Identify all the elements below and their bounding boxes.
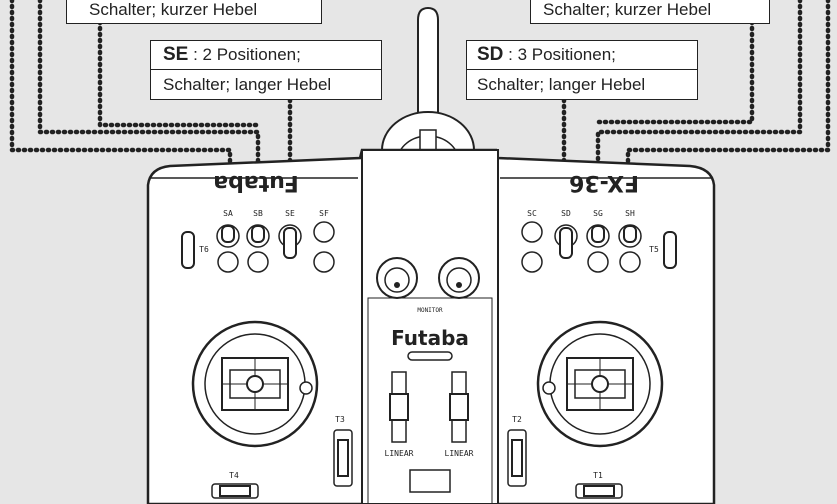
switch-sb[interactable] [247, 225, 269, 247]
switch-sh[interactable] [619, 225, 641, 247]
knob-left[interactable] [377, 258, 417, 298]
callout-sd: SD : 3 Positionen; Schalter; langer Hebe… [466, 40, 698, 100]
callout-sd-desc: 3 Positionen; [518, 45, 616, 64]
callout-se-sep: : [188, 45, 202, 64]
switch-sg[interactable] [587, 225, 609, 247]
switch-label-sb: SB [253, 209, 263, 218]
callout-top-left-text: Schalter; kurzer Hebel [89, 0, 309, 20]
linear-label-right: LINEAR [445, 449, 474, 458]
switch-label-sg: SG [593, 209, 603, 218]
trim-t5-label: T5 [649, 245, 659, 254]
bottom-slot [410, 470, 450, 492]
callout-se-line1: SE : 2 Positionen; [151, 41, 381, 69]
switch-sa[interactable] [217, 225, 239, 247]
callout-top-right: Schalter; kurzer Hebel [530, 0, 770, 24]
brand-logo: Futaba [391, 326, 469, 350]
callout-se-desc: 2 Positionen; [203, 45, 301, 64]
trim-t1-label: T1 [593, 471, 603, 480]
trim-t2[interactable] [508, 430, 526, 486]
callout-sd-code: SD [477, 44, 503, 65]
switch-label-sc: SC [527, 209, 537, 218]
knob-right[interactable] [439, 258, 479, 298]
slider-right[interactable] [450, 372, 468, 442]
button-sf[interactable] [314, 222, 334, 242]
callout-sd-line2: Schalter; langer Hebel [467, 69, 697, 99]
gimbal-right[interactable] [538, 322, 662, 446]
switch-label-se: SE [285, 209, 295, 218]
slider-left[interactable] [390, 372, 408, 442]
callout-se-line2: Schalter; langer Hebel [151, 69, 381, 99]
trim-t2-label: T2 [512, 415, 522, 424]
callout-sd-sep: : [503, 45, 517, 64]
trim-t4-label: T4 [229, 471, 239, 480]
callout-se-code: SE [163, 44, 188, 65]
switch-label-sa: SA [223, 209, 233, 218]
logo-right: FX-36 [569, 170, 639, 195]
gimbal-left[interactable] [193, 322, 317, 446]
trim-t6-wheel[interactable] [182, 232, 194, 268]
callout-top-right-text: Schalter; kurzer Hebel [543, 0, 757, 20]
linear-label-left: LINEAR [385, 449, 414, 458]
button-sc[interactable] [522, 222, 542, 242]
trim-t3-label: T3 [335, 415, 345, 424]
switch-label-sd: SD [561, 209, 571, 218]
callout-se: SE : 2 Positionen; Schalter; langer Hebe… [150, 40, 382, 100]
switch-label-sf: SF [319, 209, 329, 218]
monitor-label: MONITOR [417, 307, 443, 314]
callout-sd-line1: SD : 3 Positionen; [467, 41, 697, 69]
trim-t4[interactable] [212, 484, 258, 498]
callout-top-left: Schalter; kurzer Hebel [66, 0, 322, 24]
logo-left: Futaba [213, 170, 299, 195]
trim-t5-wheel[interactable] [664, 232, 676, 268]
trim-t3[interactable] [334, 430, 352, 486]
trim-t1[interactable] [576, 484, 622, 498]
switch-label-sh: SH [625, 209, 635, 218]
trim-t6-label: T6 [199, 245, 209, 254]
